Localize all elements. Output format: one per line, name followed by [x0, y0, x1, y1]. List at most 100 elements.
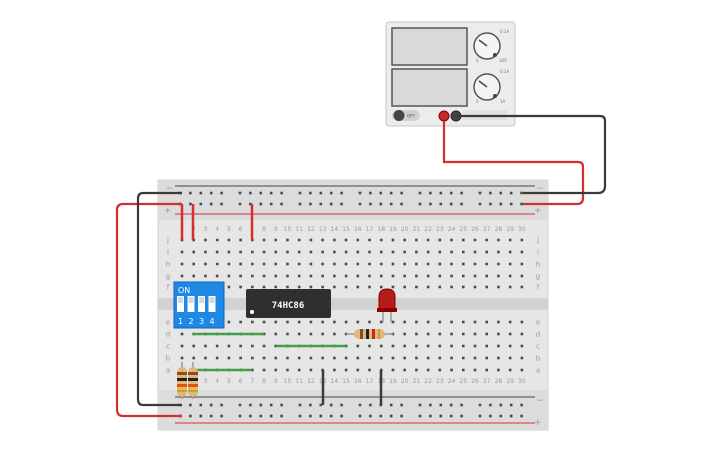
hole[interactable]	[520, 356, 524, 360]
hole[interactable]	[309, 356, 313, 360]
hole[interactable]	[192, 344, 196, 348]
hole[interactable]	[309, 191, 312, 195]
hole[interactable]	[269, 202, 273, 206]
hole[interactable]	[280, 202, 283, 206]
hole[interactable]	[473, 285, 477, 289]
hole[interactable]	[249, 403, 252, 407]
hole[interactable]	[209, 403, 213, 407]
hole[interactable]	[485, 332, 489, 336]
hole[interactable]	[220, 403, 223, 407]
hole[interactable]	[298, 414, 302, 418]
hole[interactable]	[209, 191, 213, 195]
hole[interactable]	[297, 274, 301, 278]
hole[interactable]	[426, 238, 430, 242]
hole[interactable]	[215, 250, 219, 254]
hole[interactable]	[499, 403, 503, 407]
voltage-knob[interactable]	[473, 32, 501, 60]
hole[interactable]	[189, 191, 192, 195]
hole[interactable]	[259, 414, 263, 418]
hole[interactable]	[333, 238, 336, 242]
hole[interactable]	[379, 414, 383, 418]
hole[interactable]	[356, 285, 360, 289]
hole[interactable]	[249, 414, 252, 418]
hole[interactable]	[280, 414, 283, 418]
hole[interactable]	[309, 332, 313, 336]
hole[interactable]	[400, 191, 403, 195]
hole[interactable]	[319, 414, 323, 418]
hole[interactable]	[391, 238, 395, 242]
hole[interactable]	[429, 202, 432, 206]
led[interactable]	[377, 288, 397, 322]
hole[interactable]	[321, 250, 324, 254]
resistor-pulldown-2[interactable]	[188, 362, 198, 399]
hole[interactable]	[251, 285, 254, 289]
hole[interactable]	[274, 250, 278, 254]
hole[interactable]	[426, 344, 430, 348]
hole[interactable]	[340, 191, 343, 195]
hole[interactable]	[286, 368, 289, 372]
hole[interactable]	[497, 285, 500, 289]
hole[interactable]	[429, 414, 432, 418]
hole[interactable]	[438, 274, 442, 278]
hole[interactable]	[520, 320, 524, 324]
hole[interactable]	[415, 368, 418, 372]
hole[interactable]	[262, 368, 266, 372]
hole[interactable]	[227, 344, 231, 348]
hole[interactable]	[356, 250, 360, 254]
hole[interactable]	[356, 344, 360, 348]
hole[interactable]	[368, 250, 371, 254]
hole[interactable]	[344, 285, 348, 289]
hole[interactable]	[329, 191, 333, 195]
hole[interactable]	[418, 202, 422, 206]
hole[interactable]	[473, 320, 477, 324]
hole[interactable]	[204, 356, 207, 360]
hole[interactable]	[489, 403, 492, 407]
hole[interactable]	[461, 344, 465, 348]
hole[interactable]	[321, 285, 324, 289]
hole[interactable]	[340, 202, 343, 206]
hole[interactable]	[403, 356, 406, 360]
hole[interactable]	[309, 285, 313, 289]
hole[interactable]	[438, 262, 442, 266]
hole[interactable]	[508, 250, 512, 254]
hole[interactable]	[403, 320, 406, 324]
hole[interactable]	[344, 262, 348, 266]
hole[interactable]	[391, 356, 395, 360]
hole[interactable]	[319, 191, 323, 195]
wire-rail-plus-link[interactable]	[115, 202, 182, 418]
hole[interactable]	[262, 238, 266, 242]
hole[interactable]	[485, 356, 489, 360]
hole[interactable]	[449, 403, 453, 407]
hole[interactable]	[489, 191, 492, 195]
hole[interactable]	[508, 274, 512, 278]
hole[interactable]	[220, 202, 223, 206]
hole[interactable]	[309, 238, 313, 242]
hole[interactable]	[379, 274, 383, 278]
hole[interactable]	[215, 344, 219, 348]
hole[interactable]	[309, 274, 313, 278]
hole[interactable]	[485, 368, 489, 372]
hole[interactable]	[403, 274, 406, 278]
hole[interactable]	[485, 262, 489, 266]
power-supply[interactable]: 0.1A 0 10V 0.1A 0 1A OFF	[385, 21, 516, 127]
hole[interactable]	[286, 320, 289, 324]
hole[interactable]	[368, 344, 371, 348]
hole[interactable]	[508, 262, 512, 266]
hole[interactable]	[497, 356, 500, 360]
hole[interactable]	[321, 356, 324, 360]
hole[interactable]	[262, 274, 266, 278]
hole[interactable]	[321, 320, 324, 324]
dip-lever[interactable]	[177, 296, 184, 312]
hole[interactable]	[520, 191, 523, 195]
hole[interactable]	[180, 274, 184, 278]
hole[interactable]	[438, 332, 442, 336]
hole[interactable]	[180, 332, 184, 336]
hole[interactable]	[262, 320, 266, 324]
hole[interactable]	[344, 250, 348, 254]
hole[interactable]	[274, 262, 278, 266]
hole[interactable]	[415, 344, 418, 348]
hole[interactable]	[509, 202, 513, 206]
hole[interactable]	[356, 356, 360, 360]
hole[interactable]	[333, 356, 336, 360]
